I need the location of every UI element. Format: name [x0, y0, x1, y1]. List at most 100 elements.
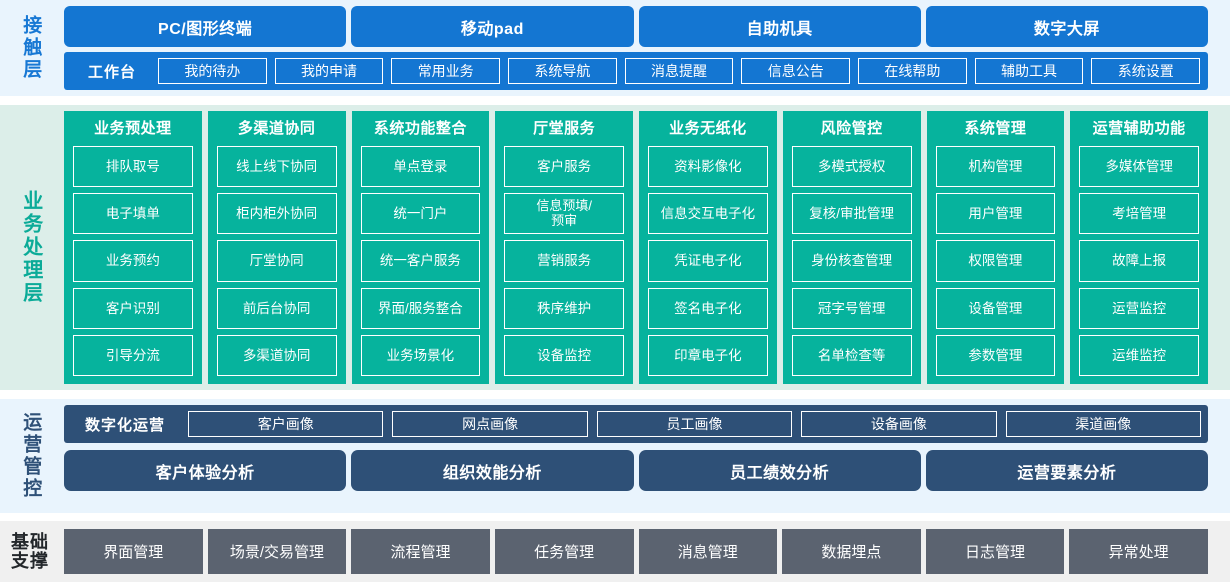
business-column: 厅堂服务客户服务信息预填/预审营销服务秩序维护设备监控 [495, 111, 633, 384]
workbench-item-system-settings[interactable]: 系统设置 [1091, 58, 1201, 84]
portrait-device[interactable]: 设备画像 [801, 411, 997, 437]
base-item-ui-management[interactable]: 界面管理 [64, 529, 203, 574]
channel-box-mobile-pad[interactable]: 移动pad [351, 6, 634, 47]
workbench-item-message-alert[interactable]: 消息提醒 [624, 58, 734, 84]
business-column: 业务无纸化资料影像化信息交互电子化凭证电子化签名电子化印章电子化 [639, 111, 777, 384]
base-item-message-management[interactable]: 消息管理 [638, 529, 778, 574]
digital-operations-title: 数字化运营 [85, 416, 166, 434]
business-item[interactable]: 凭证电子化 [648, 240, 768, 282]
business-item[interactable]: 冠字号管理 [791, 287, 912, 329]
workbench-title: 工作台 [88, 63, 137, 81]
portrait-channel[interactable]: 渠道画像 [1005, 411, 1201, 437]
business-item[interactable]: 业务预约 [73, 240, 193, 282]
channel-box-self-service[interactable]: 自助机具 [638, 6, 921, 47]
business-item[interactable]: 身份核查管理 [791, 240, 912, 282]
business-item[interactable]: 单点登录 [360, 146, 481, 188]
business-item[interactable]: 多媒体管理 [1079, 146, 1199, 188]
business-item[interactable]: 故障上报 [1079, 240, 1199, 282]
layer-base-support-body: 界面管理 场景/交易管理 流程管理 任务管理 消息管理 数据埋点 日志管理 异常… [60, 521, 1230, 582]
business-item[interactable]: 线上线下协同 [216, 146, 337, 188]
base-item-task-management[interactable]: 任务管理 [494, 529, 634, 574]
business-item[interactable]: 机构管理 [935, 146, 1056, 188]
business-item[interactable]: 考培管理 [1079, 193, 1199, 235]
business-item[interactable]: 运营监控 [1079, 287, 1199, 329]
workbench-item-common-business[interactable]: 常用业务 [391, 58, 501, 84]
business-column: 多渠道协同线上线下协同柜内柜外协同厅堂协同前后台协同多渠道协同 [207, 111, 346, 384]
business-column-title: 业务无纸化 [669, 120, 747, 137]
business-item[interactable]: 营销服务 [504, 240, 624, 282]
analysis-org-efficiency[interactable]: 组织效能分析 [351, 450, 634, 491]
portrait-employee[interactable]: 员工画像 [596, 411, 793, 437]
business-item[interactable]: 柜内柜外协同 [216, 193, 337, 235]
channel-row: PC/图形终端 移动pad 自助机具 数字大屏 [64, 6, 1208, 47]
business-column-title: 业务预处理 [94, 120, 172, 137]
business-item[interactable]: 厅堂协同 [216, 240, 337, 282]
layer-touch: 接触层 PC/图形终端 移动pad 自助机具 数字大屏 工作台 我的待办 我的申… [0, 0, 1230, 96]
business-column: 风险管控多模式授权复核/审批管理身份核查管理冠字号管理名单检查等 [782, 111, 921, 384]
analysis-customer-experience[interactable]: 客户体验分析 [64, 450, 347, 491]
business-item[interactable]: 运维监控 [1079, 334, 1199, 377]
business-column: 系统功能整合单点登录统一门户统一客户服务界面/服务整合业务场景化 [351, 111, 490, 384]
business-item[interactable]: 签名电子化 [648, 287, 768, 329]
workbench-item-announcement[interactable]: 信息公告 [741, 58, 851, 84]
business-item[interactable]: 多渠道协同 [216, 334, 337, 377]
layer-touch-label-text: 接触层 [20, 15, 42, 81]
layer-operations-body: 数字化运营 客户画像 网点画像 员工画像 设备画像 渠道画像 客户体验分析 组织… [60, 399, 1230, 513]
layer-operations: 运营管控 数字化运营 客户画像 网点画像 员工画像 设备画像 渠道画像 客户体验… [0, 399, 1230, 513]
workbench-item-aux-tools[interactable]: 辅助工具 [974, 58, 1084, 84]
layer-business-label-text: 业务处理层 [19, 190, 42, 305]
layer-business-body: 业务预处理排队取号电子填单业务预约客户识别引导分流多渠道协同 线上线下协同柜内柜外… [60, 105, 1230, 390]
workbench-item-todo[interactable]: 我的待办 [158, 58, 267, 84]
business-column: 业务预处理排队取号电子填单业务预约客户识别引导分流 [64, 111, 202, 384]
business-item[interactable]: 前后台协同 [216, 287, 337, 329]
business-item[interactable]: 复核/审批管理 [791, 193, 912, 235]
business-item[interactable]: 名单检查等 [791, 334, 912, 377]
business-item[interactable]: 参数管理 [935, 334, 1056, 377]
base-item-process-management[interactable]: 流程管理 [351, 529, 490, 574]
business-item[interactable]: 权限管理 [935, 240, 1056, 282]
base-item-scene-transaction-management[interactable]: 场景/交易管理 [207, 529, 347, 574]
business-item[interactable]: 设备管理 [935, 287, 1056, 329]
business-item[interactable]: 客户服务 [504, 146, 624, 188]
workbench-item-online-help[interactable]: 在线帮助 [858, 58, 967, 84]
analysis-employee-performance[interactable]: 员工绩效分析 [638, 450, 921, 491]
channel-box-digital-screen[interactable]: 数字大屏 [925, 6, 1208, 47]
workbench-item-system-nav[interactable]: 系统导航 [508, 58, 617, 84]
channel-box-pc[interactable]: PC/图形终端 [64, 6, 347, 47]
analysis-operation-factors[interactable]: 运营要素分析 [925, 450, 1208, 491]
workbench-item-my-application[interactable]: 我的申请 [274, 58, 384, 84]
workbench-bar: 工作台 我的待办 我的申请 常用业务 系统导航 消息提醒 信息公告 在线帮助 辅… [64, 52, 1208, 90]
business-item[interactable]: 设备监控 [504, 334, 624, 377]
base-item-data-tracking[interactable]: 数据埋点 [782, 529, 921, 574]
digital-operations-bar: 数字化运营 客户画像 网点画像 员工画像 设备画像 渠道画像 [64, 405, 1208, 443]
business-item[interactable]: 信息预填/预审 [504, 193, 624, 235]
layer-base-support: 基础 支撑 界面管理 场景/交易管理 流程管理 任务管理 消息管理 数据埋点 日… [0, 521, 1230, 582]
business-item[interactable]: 引导分流 [73, 334, 193, 377]
portrait-branch[interactable]: 网点画像 [392, 411, 588, 437]
business-item[interactable]: 秩序维护 [504, 287, 624, 329]
business-item[interactable]: 电子填单 [73, 193, 193, 235]
business-column: 系统管理机构管理用户管理权限管理设备管理参数管理 [926, 111, 1065, 384]
business-item[interactable]: 客户识别 [73, 287, 193, 329]
business-item[interactable]: 资料影像化 [648, 146, 768, 188]
layer-touch-label: 接触层 [0, 0, 60, 96]
base-item-log-management[interactable]: 日志管理 [925, 529, 1065, 574]
layer-base-support-label: 基础 支撑 [0, 521, 60, 582]
business-item[interactable]: 统一门户 [360, 193, 481, 235]
business-column-title: 厅堂服务 [533, 120, 596, 137]
business-item[interactable]: 用户管理 [935, 193, 1056, 235]
portrait-customer[interactable]: 客户画像 [188, 411, 384, 437]
business-item[interactable]: 界面/服务整合 [360, 287, 481, 329]
business-item[interactable]: 信息交互电子化 [648, 193, 768, 235]
layer-business-label: 业务处理层 [0, 105, 60, 390]
layer-operations-label: 运营管控 [0, 399, 60, 513]
analysis-row: 客户体验分析 组织效能分析 员工绩效分析 运营要素分析 [64, 450, 1208, 491]
base-item-exception-handling[interactable]: 异常处理 [1069, 529, 1208, 574]
business-item[interactable]: 统一客户服务 [360, 240, 481, 282]
business-item[interactable]: 印章电子化 [648, 334, 768, 377]
business-item[interactable]: 排队取号 [73, 146, 193, 188]
layer-touch-body: PC/图形终端 移动pad 自助机具 数字大屏 工作台 我的待办 我的申请 常用… [60, 0, 1230, 96]
business-item[interactable]: 业务场景化 [360, 334, 481, 377]
business-item[interactable]: 多模式授权 [791, 146, 912, 188]
